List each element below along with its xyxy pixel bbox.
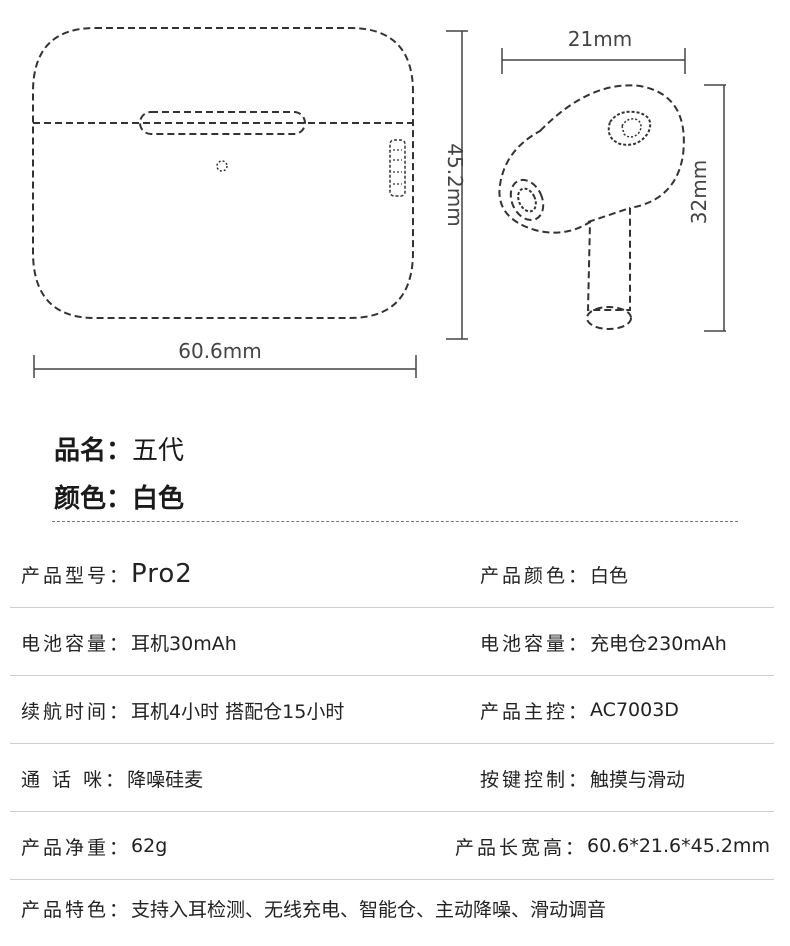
spec-cell-left: 续航时间： 耳机4小时 搭配仓15小时 (21, 676, 344, 744)
spec-key: 产品颜色： (480, 564, 591, 587)
spec-key: 产品主控： (480, 700, 591, 723)
spec-key: 电池容量： (21, 632, 132, 655)
spec-cell-right: 产品颜色： 白色 (480, 540, 628, 608)
dimension-diagram: 60.6mm 45.2mm 21mm 32mm (32, 27, 726, 378)
spec-value: Pro2 (131, 559, 193, 589)
spec-key: 产品型号： (21, 564, 132, 587)
earbud-drawing (498, 84, 685, 330)
spec-cell-right: 电池容量： 充电仓230mAh (480, 608, 727, 676)
product-color-row: 颜色： 白色 (54, 472, 184, 520)
spec-row-weight: 产品净重： 62g 产品长宽高： 60.6*21.6*45.2mm (0, 812, 790, 880)
row-divider (10, 811, 774, 812)
spec-row-mic: 通 话 咪： 降噪硅麦 按键控制： 触摸与滑动 (0, 744, 790, 812)
spec-value: 白色 (590, 564, 629, 587)
product-color-value: 白色 (132, 483, 185, 514)
spec-cell-left: 产品型号： Pro2 (21, 540, 193, 608)
spec-cell-left: 电池容量： 耳机30mAh (21, 608, 237, 676)
spec-cell-left: 产品特色： 支持入耳检测、无线充电、智能仓、主动降噪、滑动调音 (21, 880, 606, 936)
spec-key: 通 话 咪： (21, 768, 128, 791)
spec-cell-right: 产品主控： AC7003D (480, 676, 679, 744)
case-height-dimension (446, 30, 468, 340)
spec-value: 充电仓230mAh (590, 632, 727, 655)
title-divider (52, 521, 738, 522)
spec-key: 产品净重： (21, 836, 132, 859)
spec-key: 产品长宽高： (455, 836, 588, 859)
earbud-width-label: 21mm (568, 27, 632, 51)
row-divider (10, 607, 774, 608)
spec-row-features: 产品特色： 支持入耳检测、无线充电、智能仓、主动降噪、滑动调音 (0, 880, 790, 936)
spec-cell-left: 通 话 咪： 降噪硅麦 (21, 744, 203, 812)
spec-value: 60.6*21.6*45.2mm (587, 835, 770, 857)
product-name-row: 品名： 五代 (54, 424, 184, 472)
earbud-height-label: 32mm (687, 160, 711, 224)
case-width-label: 60.6mm (178, 339, 262, 363)
row-divider (10, 675, 774, 676)
spec-value: 触摸与滑动 (590, 768, 686, 791)
earbud-width-dimension (501, 48, 686, 74)
case-height-label: 45.2mm (443, 143, 467, 227)
spec-key: 续航时间： (21, 700, 132, 723)
spec-cell-right: 产品长宽高： 60.6*21.6*45.2mm (455, 812, 770, 880)
spec-row-battery: 电池容量： 耳机30mAh 电池容量： 充电仓230mAh (0, 608, 790, 676)
product-title-block: 品名： 五代 颜色： 白色 (54, 424, 184, 520)
product-name-label: 品名： (54, 435, 133, 466)
earbud-height-dimension (704, 84, 726, 332)
spec-row-model: 产品型号： Pro2 产品颜色： 白色 (0, 540, 790, 608)
spec-row-endurance: 续航时间： 耳机4小时 搭配仓15小时 产品主控： AC7003D (0, 676, 790, 744)
spec-value: AC7003D (590, 699, 679, 721)
product-color-label: 颜色： (54, 483, 133, 514)
spec-cell-left: 产品净重： 62g (21, 812, 167, 880)
spec-value: 耳机30mAh (131, 632, 237, 655)
case-width-dimension (33, 355, 417, 378)
product-name-value: 五代 (132, 435, 185, 466)
case-drawing (32, 27, 414, 319)
spec-value: 降噪硅麦 (127, 768, 204, 791)
spec-value: 62g (131, 835, 168, 857)
spec-cell-right: 按键控制： 触摸与滑动 (480, 744, 685, 812)
row-divider (10, 743, 774, 744)
spec-value: 耳机4小时 搭配仓15小时 (131, 700, 345, 723)
spec-value: 支持入耳检测、无线充电、智能仓、主动降噪、滑动调音 (131, 898, 607, 921)
spec-key: 按键控制： (480, 768, 591, 791)
row-divider (10, 879, 774, 880)
spec-key: 电池容量： (480, 632, 591, 655)
spec-key: 产品特色： (21, 898, 132, 921)
